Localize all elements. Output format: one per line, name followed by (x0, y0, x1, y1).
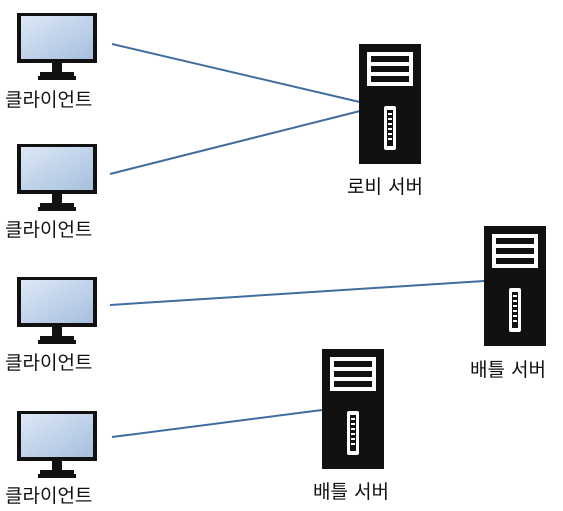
connection-client2-lobby (109, 109, 365, 175)
lobby-server-icon (359, 44, 421, 164)
connection-client1-lobby (111, 43, 365, 104)
lobby-server-label: 로비 서버 (347, 176, 423, 198)
client-1-label: 클라이언트 (5, 89, 93, 111)
connection-client4-battle2 (111, 409, 323, 438)
client-2-monitor-icon (17, 144, 97, 211)
client-3-label: 클라이언트 (5, 352, 93, 374)
client-3-monitor-icon (17, 277, 97, 344)
battle-server-2-icon (322, 349, 384, 469)
battle-server-1-icon (484, 226, 546, 346)
client-2-label: 클라이언트 (5, 219, 93, 241)
client-1-monitor-icon (17, 13, 97, 80)
connection-client3-battle1 (109, 280, 485, 306)
battle-server-2-label: 배틀 서버 (313, 481, 389, 503)
client-4-label: 클라이언트 (5, 485, 93, 507)
battle-server-1-label: 배틀 서버 (470, 359, 546, 381)
client-4-monitor-icon (17, 411, 97, 478)
